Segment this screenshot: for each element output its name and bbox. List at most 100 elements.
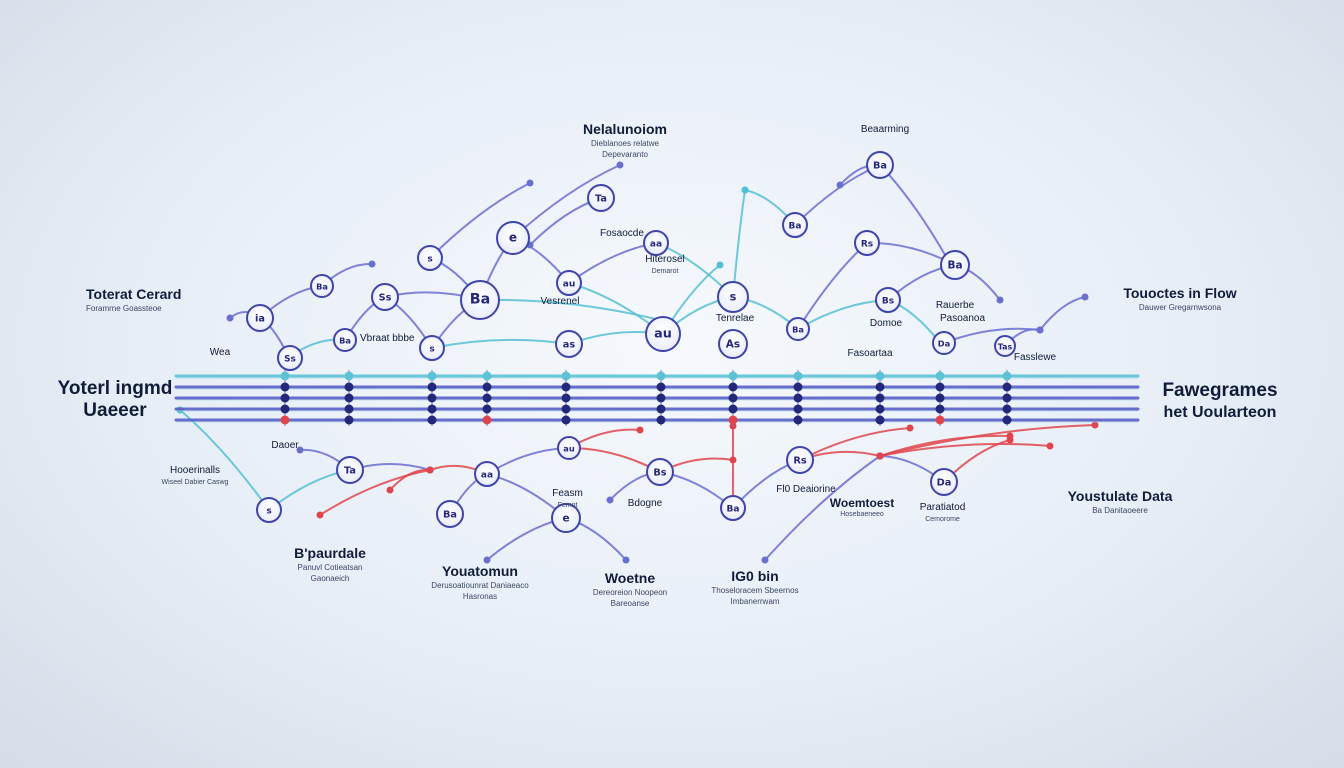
link-endpoint — [226, 314, 234, 322]
diagram-node: Rs — [786, 446, 814, 474]
node-circle — [994, 335, 1016, 357]
node-circle — [587, 184, 615, 212]
node-glyph: aa — [481, 471, 493, 481]
bus-junction-dot — [793, 415, 803, 425]
node-glyph: Ta — [595, 194, 607, 205]
label-tiny-10: Feasm Femnt — [552, 488, 583, 509]
diagram-node: Ba — [782, 212, 808, 238]
label-left-upper: Toterat Cerard Foramrne Goassteoe — [86, 286, 182, 313]
node-circle — [646, 458, 674, 486]
node-circle — [460, 280, 500, 320]
node-glyph: Ba — [316, 282, 328, 292]
label-bottom-1: B'paurdale Panuvl Cotieatsan Gaonaeich — [294, 545, 366, 583]
node-glyph: As — [726, 339, 740, 351]
diagram-node: au — [557, 436, 581, 460]
link-endpoint — [526, 179, 534, 187]
bus-junction-dot — [935, 393, 945, 403]
bus-junction-dot — [1002, 415, 1012, 425]
connection-link — [879, 164, 949, 261]
node-circle — [786, 317, 810, 341]
node-glyph: Rs — [861, 240, 873, 250]
node-circle — [782, 212, 808, 238]
diagram-node: Ss — [277, 345, 303, 371]
node-circle — [940, 250, 970, 280]
bus-junction-dot — [344, 404, 354, 414]
diagram-node: Ba — [310, 274, 334, 298]
node-circle — [419, 335, 445, 361]
connection-link — [429, 182, 531, 259]
link-endpoint — [622, 556, 630, 564]
link-endpoint — [906, 424, 914, 432]
node-circle — [557, 436, 581, 460]
label-tiny-5: Fasslewe — [1013, 352, 1057, 363]
label-left-lower: Hooerinalls Wiseel Dabier Caswg — [161, 465, 229, 486]
label-bottom-2: Youatomun Derusoatiounrat Daniaeaco Hasr… — [431, 563, 529, 601]
bus-junction-dot — [875, 371, 885, 381]
diagram-node: Rs — [854, 230, 880, 256]
label-mid-right2: Paratiatod Cemorome — [919, 502, 966, 523]
diagram-node: Da — [930, 468, 958, 496]
node-circle — [474, 461, 500, 487]
label-right-upper: Touoctes in Flow Dauwer Gregarnwsona — [1123, 285, 1237, 312]
label-tiny-3: Tenrelae — [715, 313, 755, 324]
node-circle — [717, 281, 749, 313]
node-glyph: Tas — [998, 343, 1013, 352]
link-endpoint — [1006, 432, 1014, 440]
bus-junction-dot — [561, 415, 571, 425]
bus-junction-dot — [728, 404, 738, 414]
label-bottom-4: IG0 bin Thoseloracem Sbeernos Imbanerrwa… — [711, 568, 799, 606]
connection-link — [319, 469, 431, 516]
node-circle — [246, 304, 274, 332]
bus-junction-dot — [656, 393, 666, 403]
diagram-node: Ba — [460, 280, 500, 320]
bus-junction-dot — [793, 404, 803, 414]
node-glyph: Ba — [792, 325, 804, 335]
bus-junction-dot — [561, 371, 571, 381]
diagram-node: Bs — [646, 458, 674, 486]
node-glyph: s — [427, 255, 432, 265]
bus-junction-dot — [344, 415, 354, 425]
label-left-small: Wea — [209, 347, 231, 358]
bus-junction-dot — [427, 415, 437, 425]
node-circle — [556, 270, 582, 296]
diagram-node: s — [256, 497, 282, 523]
diagram-node: Ba — [333, 328, 357, 352]
bus-junction-dot — [482, 382, 492, 392]
bus-junction-dot — [656, 382, 666, 392]
diagram-node: e — [551, 503, 581, 533]
node-glyph: as — [563, 340, 576, 351]
node-glyph: Rs — [793, 456, 807, 467]
connection-link — [879, 424, 1096, 457]
link-endpoint — [1091, 421, 1099, 429]
bus-junction-dot — [728, 415, 738, 425]
label-tiny-8: Fl0 Deaiorine — [776, 484, 836, 495]
label-left-main: Yoterl ingmd Uaeeer — [57, 378, 173, 421]
label-tiny-2: Vesrenel — [540, 296, 580, 307]
node-glyph: au — [563, 444, 575, 454]
link-endpoint — [606, 496, 614, 504]
diagram-node: Ta — [587, 184, 615, 212]
bus-junction-dot — [280, 393, 290, 403]
label-top-right: Beaarming — [860, 124, 910, 135]
connection-link — [732, 189, 746, 298]
bus-junction-dot — [344, 371, 354, 381]
bus-junction-dot — [875, 415, 885, 425]
bus-junction-dot — [482, 415, 492, 425]
diagram-node: Ba — [720, 495, 746, 521]
diagram-node: Ss — [371, 283, 399, 311]
label-tiny-13: Fosaocde — [600, 228, 644, 239]
diagram-node: Ba — [436, 500, 464, 528]
link-endpoint — [876, 452, 884, 460]
bus-junction-dot — [656, 371, 666, 381]
diagram-node: Ba — [866, 151, 894, 179]
label-top-center: Nelalunoiom Dieblanoes relatwe Depevaran… — [582, 121, 667, 159]
bus-junction-dot — [427, 371, 437, 381]
label-mid-right: Woemtoest Hosebaeneeo — [829, 496, 895, 518]
link-endpoint — [636, 426, 644, 434]
bus-junction-dot — [793, 393, 803, 403]
label-bottom-3: Woetne Dereoreion Noopeon Bareoanse — [592, 570, 668, 608]
label-right-lower: Youstulate Data Ba Danitaoeere — [1067, 488, 1173, 515]
bus-junction-dot — [561, 382, 571, 392]
label-tiny-9: Domoe — [869, 318, 903, 329]
node-circle — [555, 330, 583, 358]
